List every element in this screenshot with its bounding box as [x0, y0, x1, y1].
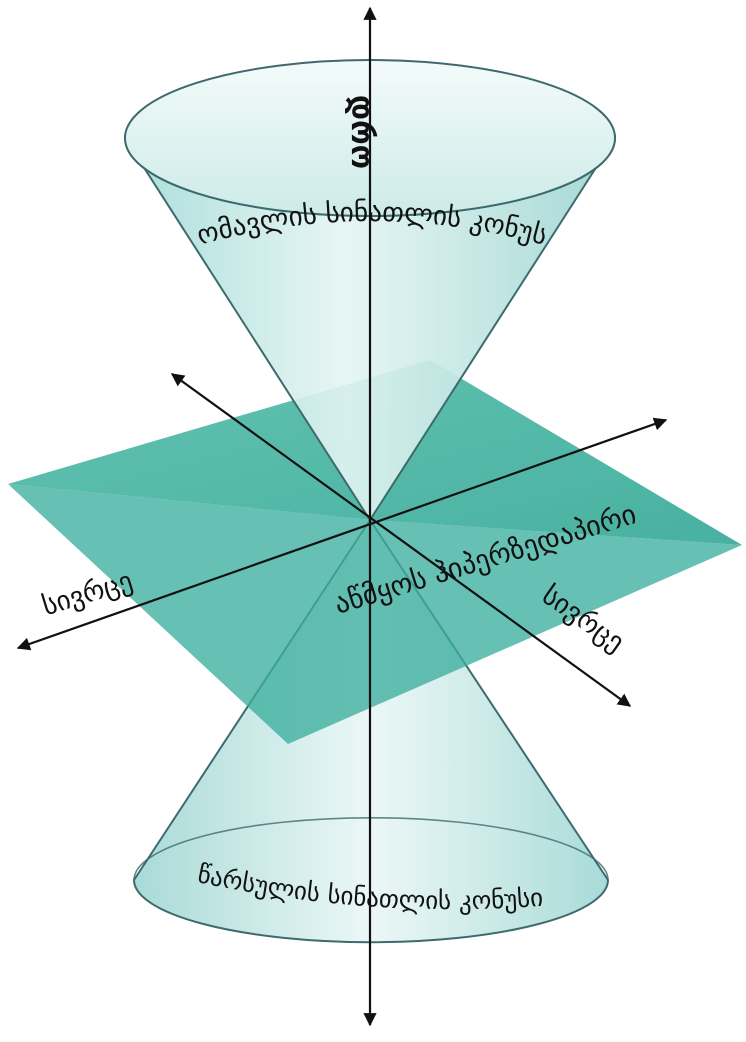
time-axis-label: დრო	[344, 95, 379, 169]
space-label-left: სივრცე	[39, 566, 137, 623]
